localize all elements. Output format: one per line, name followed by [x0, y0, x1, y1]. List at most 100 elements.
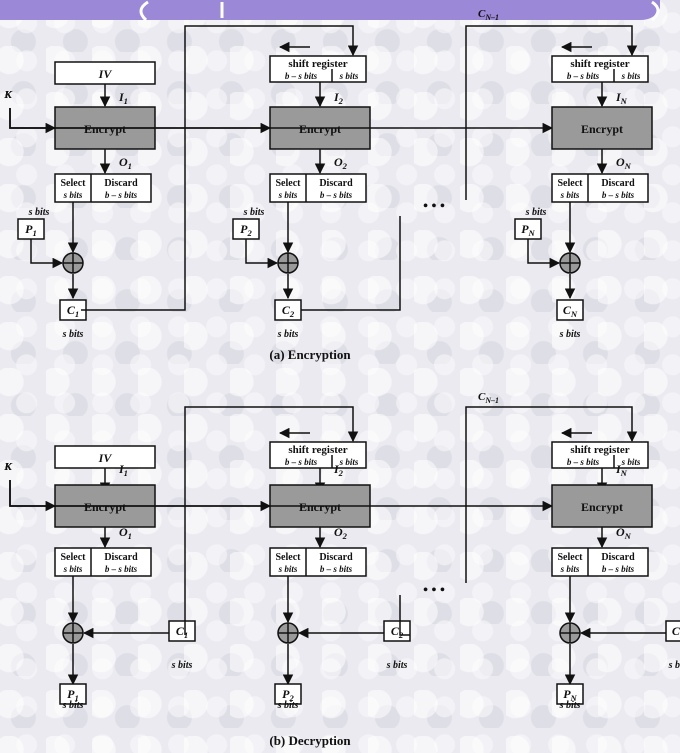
- encryption-caption: (a) Encryption: [269, 347, 351, 362]
- input-label: I2: [333, 462, 344, 478]
- select-label: Select: [61, 178, 87, 189]
- shift-register-label: shift register: [570, 58, 629, 70]
- xor-encrypt: [277, 252, 299, 274]
- s-bits-plain-label: s bits: [28, 207, 50, 218]
- input-label: IN: [615, 462, 628, 478]
- plaintext-label: P1: [67, 687, 79, 703]
- plaintext-to-xor-arrow: [30, 239, 64, 269]
- s-bits-plain-label: s bits: [525, 207, 547, 218]
- select-discard-box: [551, 547, 649, 577]
- plaintext-to-xor-arrow: [527, 239, 561, 269]
- select-label: Select: [276, 178, 302, 189]
- k-label: K: [3, 461, 12, 473]
- feedback-c1-line: [184, 406, 359, 635]
- ellipsis-dots: • • •: [423, 199, 445, 214]
- plaintext-label: PN: [521, 222, 535, 238]
- s-bits-cipher-label: s bits: [559, 329, 581, 340]
- encrypt-label: Encrypt: [84, 122, 126, 136]
- xor-decrypt: [62, 622, 84, 644]
- encrypt-label: Encrypt: [299, 500, 341, 514]
- ciphertext-label: C1: [176, 624, 188, 640]
- discard-sub-label: b – s bits: [602, 190, 635, 200]
- ciphertext-label: C1: [67, 303, 79, 319]
- select-discard-box: [269, 547, 367, 577]
- select-sub-label: s bits: [278, 190, 298, 200]
- ciphertext-box: [383, 620, 411, 642]
- select-label: Select: [558, 552, 584, 563]
- ciphertext-label: C2: [282, 303, 295, 319]
- s-bits-plain-label: s bits: [243, 207, 265, 218]
- s-bits-cipher-label: s bits: [668, 660, 680, 671]
- xor-decrypt: [559, 622, 581, 644]
- select-sub-label: s bits: [560, 564, 580, 574]
- plaintext-to-xor-arrow: [245, 239, 279, 269]
- select-discard-box: [551, 173, 649, 203]
- k-label: K: [3, 461, 12, 473]
- feedback-c2-line: [301, 216, 401, 311]
- discard-label: Discard: [319, 552, 353, 563]
- xor-encrypt: [559, 252, 581, 274]
- select-label: Select: [61, 552, 87, 563]
- input-label: I1: [118, 90, 128, 106]
- encrypt-label: Encrypt: [84, 500, 126, 514]
- discard-sub-label: b – s bits: [320, 564, 353, 574]
- feedback-cn1-line: [465, 406, 638, 583]
- output-label: O1: [119, 155, 132, 171]
- shift-register-left-label: b – s bits: [285, 71, 318, 81]
- plaintext-label: P1: [25, 222, 37, 238]
- discard-sub-label: b – s bits: [105, 190, 138, 200]
- ellipsis-dots: • • •: [423, 583, 445, 598]
- feedback-c2-line: [399, 595, 410, 636]
- input-label: IN: [615, 90, 628, 106]
- discard-label: Discard: [319, 178, 353, 189]
- ciphertext-label: CN: [563, 303, 578, 319]
- s-bits-plain-label: s bits: [277, 700, 299, 711]
- input-label: I1: [118, 462, 128, 478]
- select-discard-box: [54, 173, 152, 203]
- shift-register-label: shift register: [288, 58, 347, 70]
- decryption-caption: (b) Decryption: [269, 733, 351, 748]
- key-input-line: [9, 480, 554, 512]
- ciphertext-box: [168, 620, 196, 642]
- select-discard-box: [269, 173, 367, 203]
- key-input-line: [9, 108, 554, 134]
- xor-decrypt: [277, 622, 299, 644]
- shift-register-box: [551, 441, 649, 469]
- key-input-line: [9, 108, 57, 134]
- k-label: K: [3, 89, 12, 101]
- shift-register-right-label: s bits: [339, 457, 359, 467]
- s-bits-plain-label: s bits: [559, 700, 581, 711]
- shift-register-right-label: s bits: [621, 457, 641, 467]
- plaintext-label: P2: [240, 222, 252, 238]
- select-label: Select: [558, 178, 584, 189]
- s-bits-plain-label: s bits: [62, 700, 84, 711]
- discard-sub-label: b – s bits: [602, 564, 635, 574]
- output-label: ON: [616, 525, 632, 541]
- output-label: ON: [616, 155, 632, 171]
- select-sub-label: s bits: [560, 190, 580, 200]
- xor-encrypt: [62, 252, 84, 274]
- select-discard-box: [54, 547, 152, 577]
- shift-register-left-label: b – s bits: [567, 71, 600, 81]
- key-input-line: [9, 480, 57, 512]
- plaintext-box: [556, 683, 584, 705]
- output-label: O2: [334, 155, 348, 171]
- encrypt-box: [551, 106, 653, 150]
- shift-register-right-label: s bits: [339, 71, 359, 81]
- shift-register-box: [269, 441, 367, 469]
- output-label: O2: [334, 525, 348, 541]
- s-bits-cipher-label: s bits: [277, 329, 299, 340]
- c-n-minus-1-label: CN–1: [478, 391, 499, 405]
- shift-register-left-label: b – s bits: [285, 457, 318, 467]
- output-label: O1: [119, 525, 132, 541]
- top-banner: [0, 0, 660, 22]
- iv-label: IV: [98, 67, 113, 81]
- shift-register-box: [551, 55, 649, 83]
- s-bits-cipher-label: s bits: [171, 660, 193, 671]
- encrypt-label: Encrypt: [581, 122, 623, 136]
- shift-register-box: [269, 55, 367, 83]
- discard-sub-label: b – s bits: [320, 190, 353, 200]
- ciphertext-box: [556, 299, 584, 321]
